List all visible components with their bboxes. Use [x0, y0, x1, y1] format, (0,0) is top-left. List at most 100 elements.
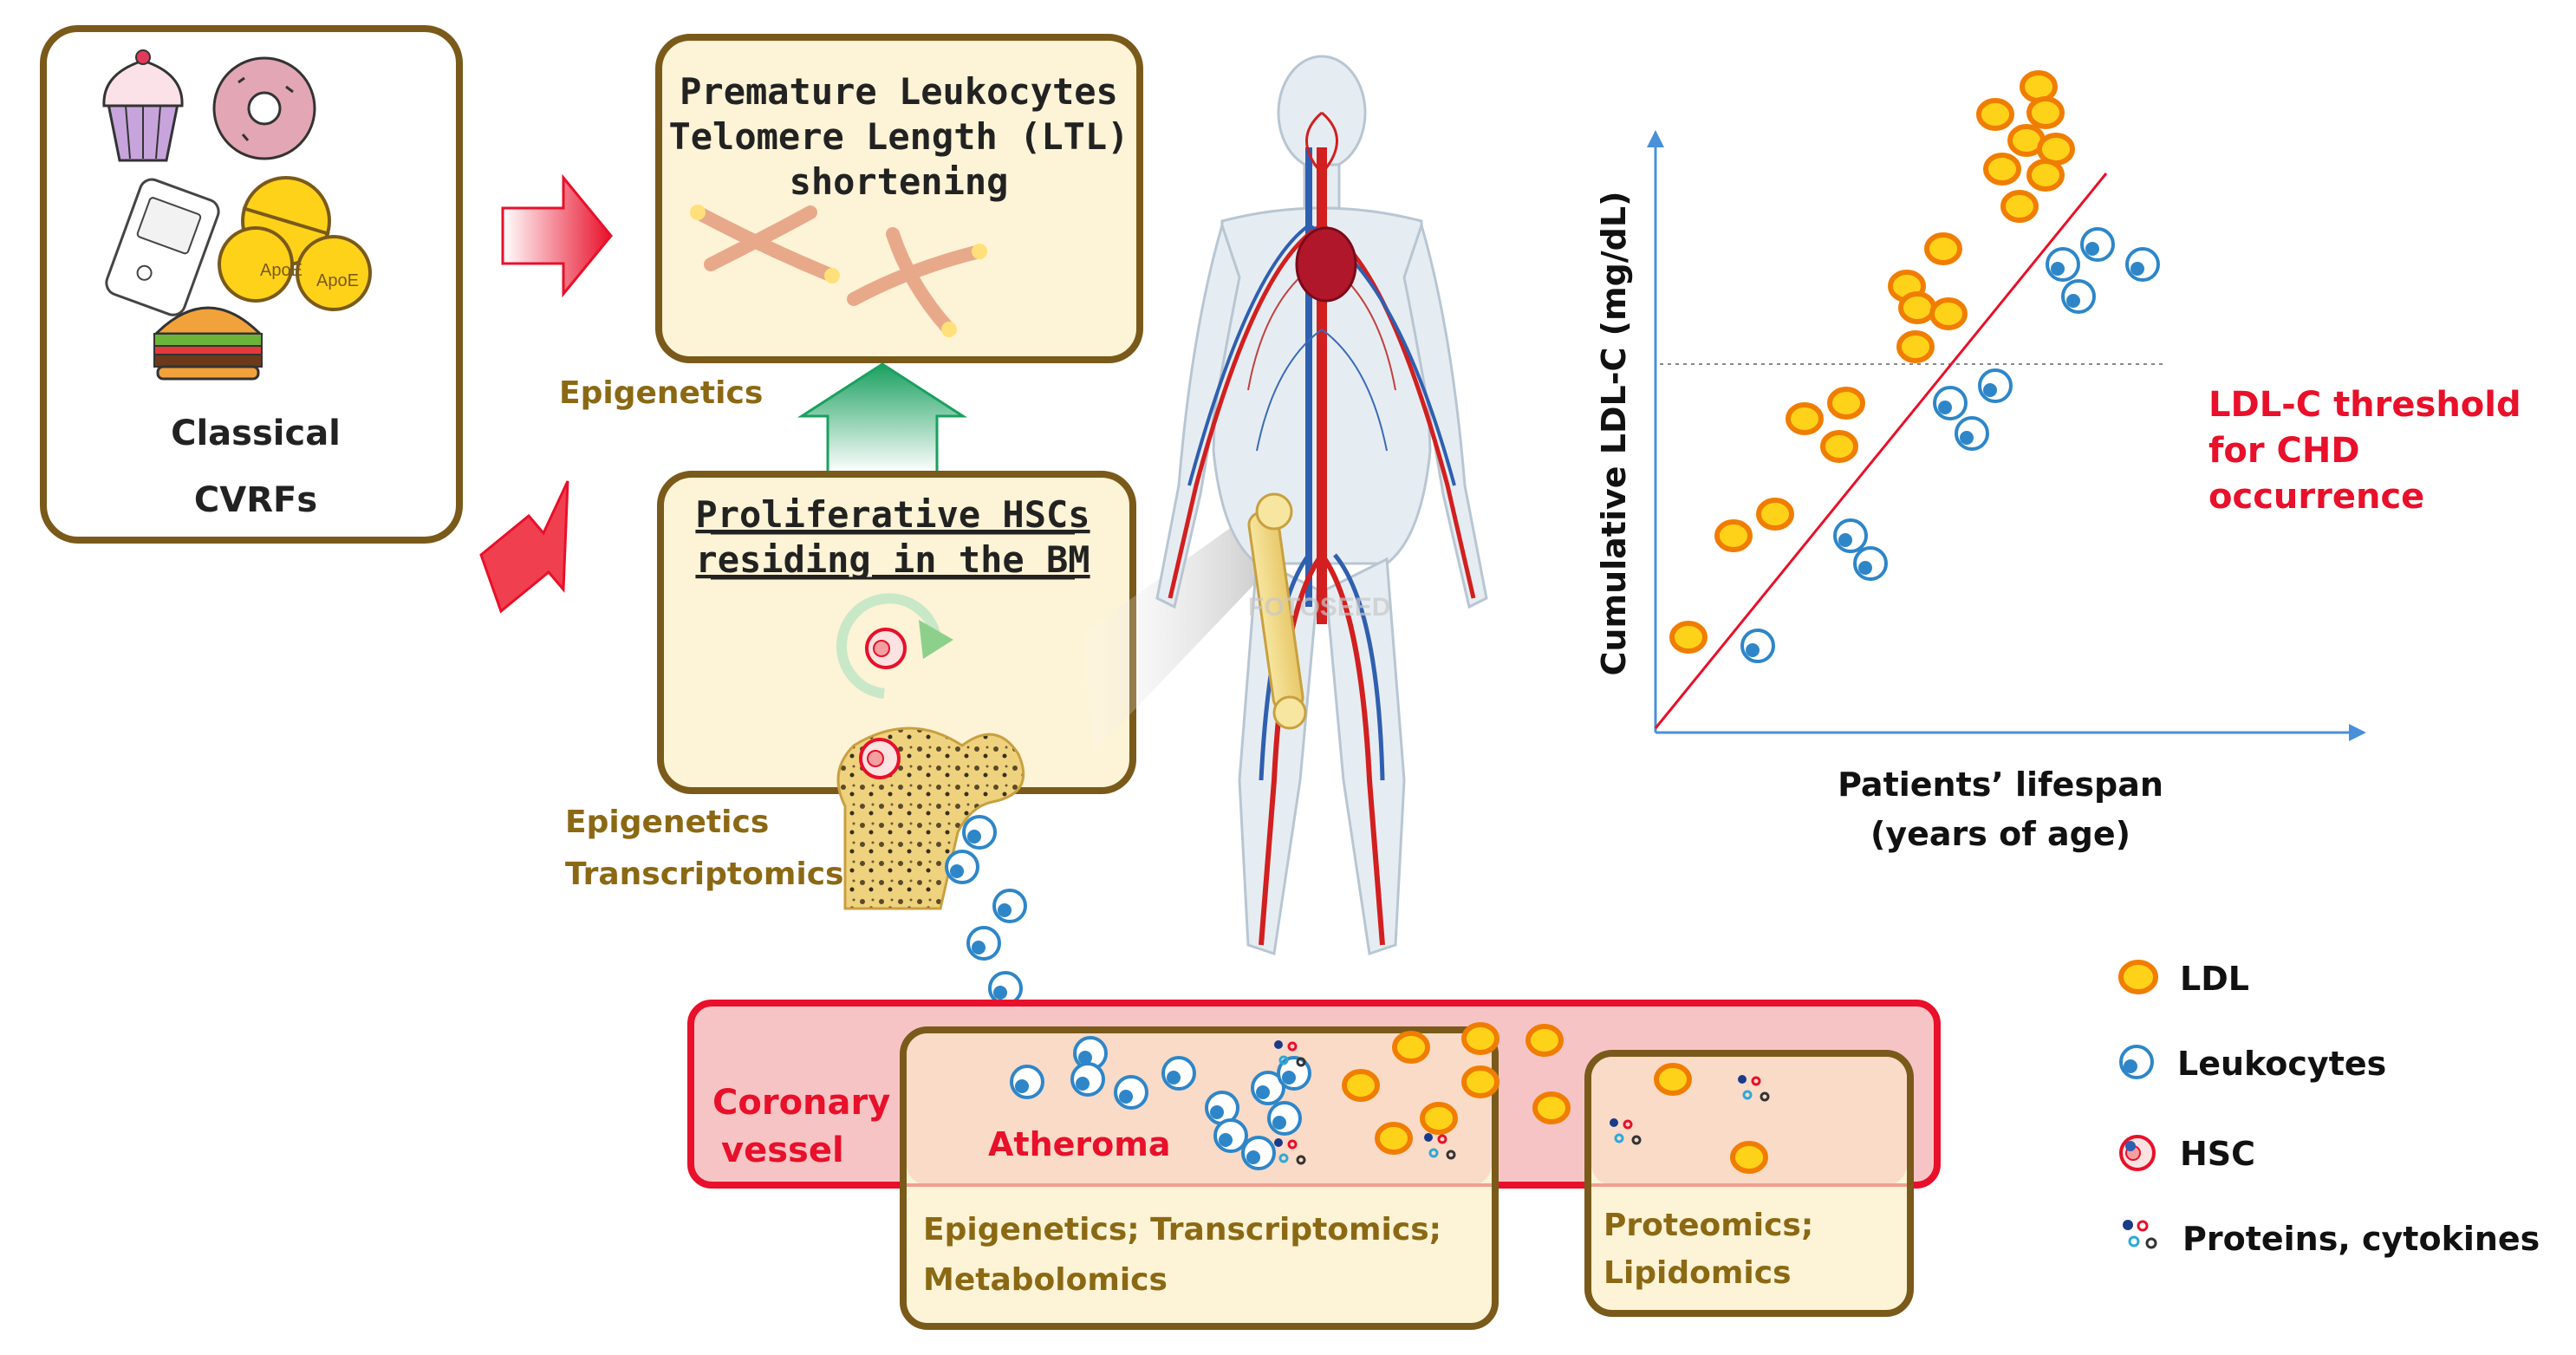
leukocyte-cell	[1213, 1118, 1248, 1153]
ldl-particle	[1730, 1141, 1768, 1174]
chart-x-label-2: (years of age)	[1870, 815, 2130, 853]
chart-ldl-point	[1714, 519, 1753, 552]
legend-proteins-label: Proteins, cytokines	[2182, 1220, 2540, 1258]
chart-ldl-point	[2026, 96, 2065, 129]
protein-cytokine-dots	[1610, 1118, 1642, 1145]
ldl-chart	[1647, 70, 2366, 741]
chart-ldl-point	[1976, 98, 2014, 131]
chart-leukocyte-point	[2125, 247, 2160, 282]
ltl-title-2: Telomere Length (LTL)	[668, 115, 1129, 158]
protein-cytokine-dots	[1738, 1075, 1770, 1102]
chart-ldl-point	[1898, 291, 1936, 324]
epigenetics-label-bm: Epigenetics	[565, 805, 769, 840]
chart-leukocyte-point	[1933, 386, 1968, 420]
ltl-title-1: Premature Leukocytes	[680, 70, 1118, 113]
ldl-particle	[1532, 1091, 1571, 1124]
chart-y-label: Cumulative LDL-C (mg/dL)	[1595, 192, 1633, 676]
cvrfs-label-2: CVRFs	[194, 480, 317, 520]
chart-ldl-point	[1983, 153, 2021, 186]
chart-leukocyte-point	[2080, 227, 2115, 262]
legend-proteins-icon	[2123, 1220, 2157, 1249]
watermark-text: FOTOSEED	[1248, 593, 1390, 622]
chart-ldl-point	[2000, 190, 2039, 223]
atheroma-omics-2: Metabolomics	[923, 1262, 1168, 1298]
ltl-title-3: shortening	[790, 160, 1009, 203]
hsc-title-2: residing in the BM	[695, 538, 1090, 581]
chart-trend-line	[1654, 173, 2108, 729]
chart-ldl-point	[1820, 430, 1858, 463]
cvrfs-label-1: Classical	[171, 414, 341, 453]
chart-leukocyte-point	[1853, 546, 1888, 581]
epigenetics-label-top: Epigenetics	[559, 375, 763, 411]
chart-ldl-point	[2026, 159, 2065, 192]
protein-cytokine-dots	[1274, 1138, 1306, 1165]
leukocyte-cell	[988, 971, 1023, 1006]
atheroma-box	[900, 1026, 1499, 1330]
chart-ldl-point	[1896, 330, 1935, 363]
leukocyte-cell	[1070, 1062, 1105, 1097]
leukocyte-cell	[1251, 1071, 1285, 1105]
leukocyte-cell	[992, 889, 1027, 923]
atheroma-omics-1: Epigenetics; Transcriptomics;	[923, 1212, 1441, 1248]
chart-ldl-point	[1756, 498, 1794, 531]
human-body-illustration	[1155, 55, 1488, 955]
legend: LDL Leukocytes HSC Proteins, cytokines	[2118, 960, 2540, 1258]
apoe-label-2: ApoE	[316, 271, 359, 290]
vessel-particles	[1010, 1022, 1770, 1174]
ldl-particle	[1375, 1122, 1413, 1155]
ltl-box	[655, 34, 1143, 363]
proliferation-cycle-icon	[836, 593, 953, 699]
threshold-label-3: occurrence	[2208, 477, 2424, 517]
chart-leukocyte-point	[2061, 279, 2096, 314]
protein-cytokine-dots	[1274, 1040, 1306, 1067]
chart-ldl-point	[1669, 621, 1708, 654]
hsc-cell-icon-1	[865, 628, 907, 669]
ldl-particle	[1654, 1063, 1692, 1096]
apoe-label-1: ApoE	[260, 261, 302, 280]
glucometer-icon	[105, 178, 220, 316]
chart-ldl-point	[1929, 297, 1968, 330]
burger-icon	[153, 306, 263, 381]
threshold-label-1: LDL-C threshold	[2208, 385, 2521, 425]
cupcake-icon	[102, 49, 184, 162]
chart-leukocyte-point	[2046, 247, 2080, 282]
plasma-omics-1: Proteomics;	[1603, 1208, 1813, 1243]
apoe-icon: ApoE ApoE	[218, 176, 372, 311]
ldl-particle	[1461, 1022, 1499, 1055]
ldl-particle	[1420, 1102, 1458, 1135]
transcriptomics-label-bm: Transcriptomics	[565, 857, 843, 892]
plasma-omics-2: Lipidomics	[1603, 1255, 1792, 1291]
chromosome-icon-1	[690, 205, 840, 283]
chart-leukocyte-point	[1955, 416, 1989, 451]
leukocyte-cell	[1073, 1036, 1108, 1071]
threshold-label-2: for CHD	[2208, 431, 2360, 471]
chromosome-icon-2	[847, 227, 987, 337]
leukocyte-cell	[1161, 1056, 1196, 1091]
coronary-label-2: vessel	[721, 1130, 844, 1170]
leukocyte-cell	[1267, 1101, 1302, 1136]
chart-leukocyte-point	[1978, 368, 2013, 403]
femur-head-icon	[836, 726, 1025, 910]
ldl-particle	[1461, 1065, 1499, 1098]
green-arrow	[797, 362, 968, 474]
ldl-particle	[1342, 1069, 1380, 1102]
leukocyte-cell	[966, 926, 1001, 961]
chart-leukocyte-point	[1740, 629, 1775, 663]
chart-points	[1669, 70, 2160, 663]
legend-hsc-icon	[2119, 1135, 2156, 1171]
chart-leukocyte-point	[1833, 518, 1868, 553]
leukocyte-cell	[1010, 1065, 1044, 1099]
legend-leukocyte-icon	[2119, 1045, 2154, 1079]
atheroma-label: Atheroma	[988, 1125, 1170, 1163]
chart-ldl-point	[1924, 232, 1962, 265]
leukocyte-cell	[945, 850, 979, 884]
leukocyte-cell	[1114, 1075, 1148, 1110]
femur-bone-in-body	[1247, 492, 1307, 730]
zoom-cone	[1083, 503, 1274, 754]
chart-ldl-point	[2020, 70, 2058, 103]
donut-icon	[212, 56, 316, 160]
ldl-particle	[1525, 1024, 1564, 1057]
legend-leukocytes-label: Leukocytes	[2177, 1045, 2386, 1083]
chart-ldl-point	[1827, 387, 1865, 420]
